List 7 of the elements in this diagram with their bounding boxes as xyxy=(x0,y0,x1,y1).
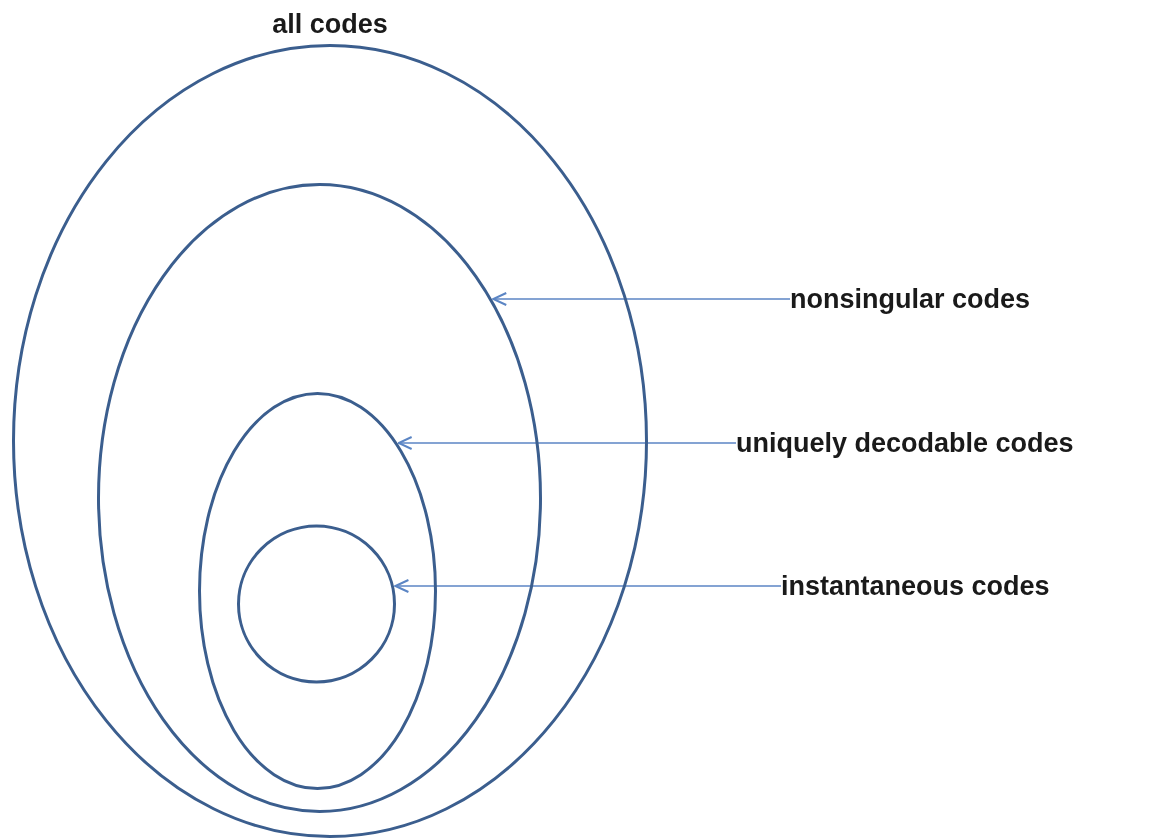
set-heading: all codes xyxy=(271,8,389,41)
set-label: instantaneous codes xyxy=(781,566,1131,606)
set-label: nonsingular codes xyxy=(790,279,1110,319)
set-label: uniquely decodable codes xyxy=(736,423,1166,463)
leader-arrow xyxy=(397,436,737,450)
leader-arrow xyxy=(492,292,791,306)
leader-arrow xyxy=(394,579,782,593)
